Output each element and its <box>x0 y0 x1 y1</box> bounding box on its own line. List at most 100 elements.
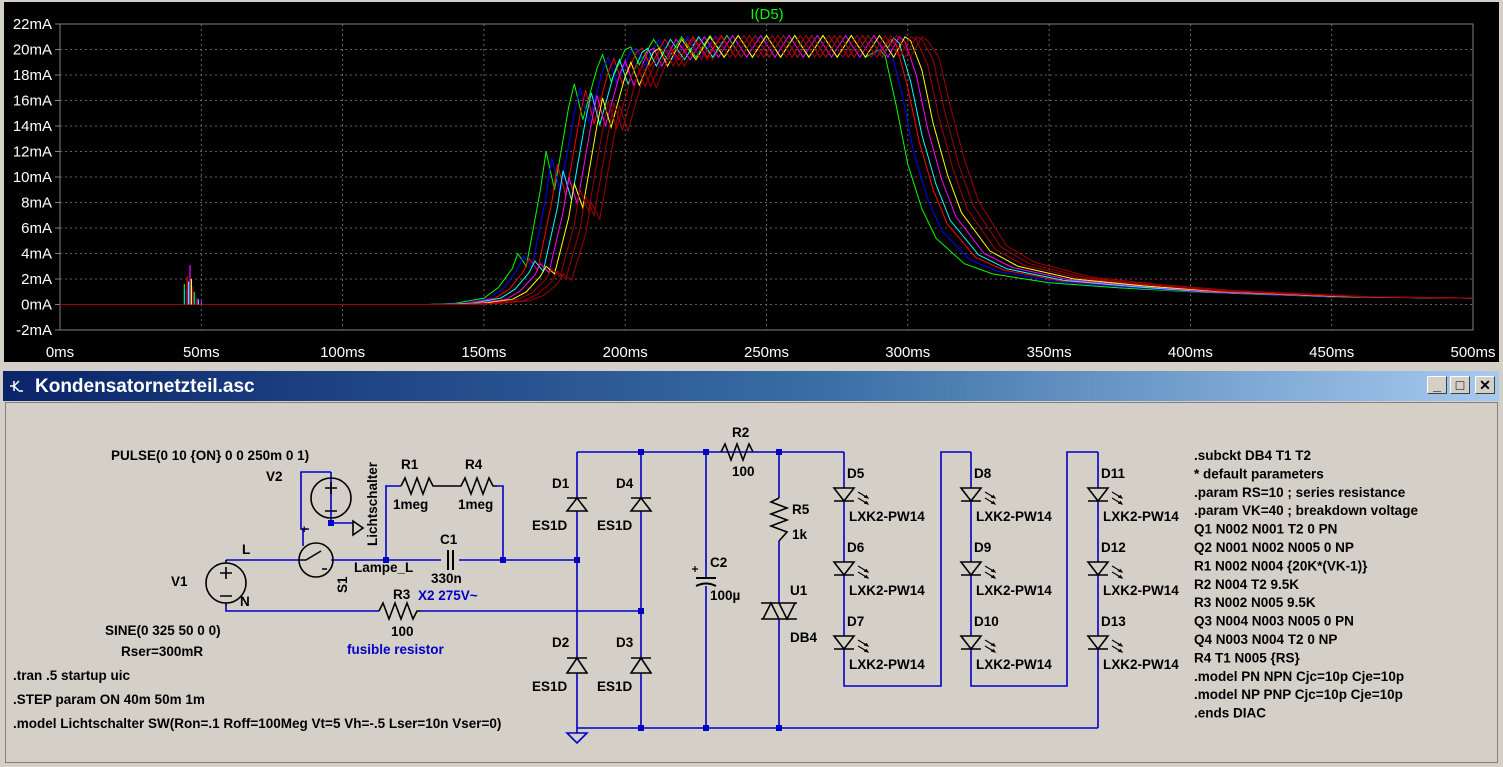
led-d13-label[interactable]: D13 <box>1101 614 1126 629</box>
resistor-r2-icon[interactable] <box>720 441 754 463</box>
subckt-line[interactable]: R4 T1 N005 {RS} <box>1194 650 1301 665</box>
r2-label[interactable]: R2 <box>732 425 749 440</box>
c1-value[interactable]: 330n <box>431 571 462 586</box>
d3-label[interactable]: D3 <box>616 635 634 650</box>
r4-value[interactable]: 1meg <box>458 497 493 512</box>
lichtschalter-label[interactable]: Lichtschalter <box>365 461 380 546</box>
v2-source-icon[interactable] <box>310 477 352 519</box>
schematic-drawing[interactable]: PULSE(0 10 {ON} 0 0 250m 0 1) V2 V1 SINE… <box>6 403 1497 762</box>
subckt-line[interactable]: R1 N002 N004 {20K*(VK-1)} <box>1194 558 1368 573</box>
minimize-button[interactable]: _ <box>1427 376 1447 394</box>
subckt-line[interactable]: .model NP PNP Cjc=10p Cje=10p <box>1194 687 1403 702</box>
subckt-line[interactable]: .param RS=10 ; series resistance <box>1194 485 1406 500</box>
led-d12-value[interactable]: LXK2-PW14 <box>1103 583 1179 598</box>
net-n-label[interactable]: N <box>240 594 250 609</box>
d3-value[interactable]: ES1D <box>597 679 633 694</box>
r2-value[interactable]: 100 <box>732 464 755 479</box>
subckt-netlist[interactable]: .subckt DB4 T1 T2 * default parameters .pa… <box>1194 448 1418 721</box>
led-d11-label[interactable]: D11 <box>1101 466 1126 481</box>
directive-line[interactable]: .model Lichtschalter SW(Ron=.1 Roff=100M… <box>13 716 501 731</box>
maximize-button[interactable]: □ <box>1450 376 1470 394</box>
c2-value[interactable]: 100µ <box>710 588 740 603</box>
trace-series <box>60 34 1474 305</box>
led-d5-label[interactable]: D5 <box>847 466 865 481</box>
y-axis-tick-labels: 22mA20mA18mA16mA14mA12mA10mA8mA6mA4mA2mA… <box>13 16 52 339</box>
c2-label[interactable]: C2 <box>710 555 727 570</box>
led-icons[interactable] <box>832 487 1124 653</box>
led-d7-value[interactable]: LXK2-PW14 <box>849 657 925 672</box>
fusible-resistor-comment[interactable]: fusible resistor <box>347 642 445 657</box>
subckt-line[interactable]: .model PN NPN Cjc=10p Cje=10p <box>1194 669 1404 684</box>
led-d10-value[interactable]: LXK2-PW14 <box>976 657 1052 672</box>
directive-line[interactable]: .STEP param ON 40m 50m 1m <box>13 692 205 707</box>
subckt-line[interactable]: Q1 N002 N001 T2 0 PN <box>1194 522 1337 537</box>
d1-label[interactable]: D1 <box>552 476 570 491</box>
subckt-line[interactable]: Q2 N001 N002 N005 0 NP <box>1194 540 1354 555</box>
led-d9-label[interactable]: D9 <box>974 540 991 555</box>
subckt-line[interactable]: .param VK=40 ; breakdown voltage <box>1194 503 1418 518</box>
led-d12-label[interactable]: D12 <box>1101 540 1126 555</box>
rser-label[interactable]: Rser=300mR <box>121 644 203 659</box>
v1-label[interactable]: V1 <box>171 574 188 589</box>
schematic-window[interactable]: Kondensatornetzteil.asc _ □ ✕ <box>0 368 1503 767</box>
capacitor-c2-icon[interactable] <box>692 566 717 587</box>
window-titlebar[interactable]: Kondensatornetzteil.asc _ □ ✕ <box>3 371 1499 401</box>
led-d8-value[interactable]: LXK2-PW14 <box>976 509 1052 524</box>
subckt-line[interactable]: R3 N002 N005 9.5K <box>1194 595 1316 610</box>
c1-label[interactable]: C1 <box>440 532 458 547</box>
r3-label[interactable]: R3 <box>393 587 411 602</box>
s1-label[interactable]: S1 <box>335 576 350 593</box>
sine-label[interactable]: SINE(0 325 50 0 0) <box>105 623 221 638</box>
v1-source-icon[interactable] <box>205 560 247 606</box>
d1-value[interactable]: ES1D <box>532 518 568 533</box>
resistor-r1-r4-icons[interactable] <box>400 475 497 497</box>
subckt-line[interactable]: * default parameters <box>1194 466 1324 481</box>
r1-label[interactable]: R1 <box>401 457 419 472</box>
x-tick-label: 500ms <box>1450 344 1495 361</box>
lampe-l-label[interactable]: Lampe_L <box>354 560 413 575</box>
y-tick-label: 6mA <box>21 220 52 237</box>
s1-switch-icon[interactable] <box>298 519 365 578</box>
resistor-r5-icon[interactable] <box>768 497 790 542</box>
pulse-label[interactable]: PULSE(0 10 {ON} 0 0 250m 0 1) <box>111 448 309 463</box>
schematic-canvas[interactable]: PULSE(0 10 {ON} 0 0 250m 0 1) V2 V1 SINE… <box>5 402 1498 763</box>
r5-label[interactable]: R5 <box>792 502 810 517</box>
u1-value[interactable]: DB4 <box>790 630 817 645</box>
r1-value[interactable]: 1meg <box>393 497 428 512</box>
v2-label[interactable]: V2 <box>266 469 283 484</box>
r3-value[interactable]: 100 <box>391 624 414 639</box>
trace-title[interactable]: I(D5) <box>750 6 783 23</box>
waveform-plot[interactable]: I(D5) 22mA20mA18mA16mA14mA12mA10mA8mA6mA… <box>0 0 1503 366</box>
led-d10-label[interactable]: D10 <box>974 614 999 629</box>
subckt-line[interactable]: R2 N004 T2 9.5K <box>1194 577 1299 592</box>
d2-label[interactable]: D2 <box>552 635 569 650</box>
led-d8-label[interactable]: D8 <box>974 466 992 481</box>
close-button[interactable]: ✕ <box>1475 376 1495 394</box>
resistor-r3-icon[interactable] <box>378 600 421 622</box>
led-d11-value[interactable]: LXK2-PW14 <box>1103 509 1179 524</box>
subckt-line[interactable]: Q4 N003 N004 T2 0 NP <box>1194 632 1337 647</box>
led-d7-label[interactable]: D7 <box>847 614 864 629</box>
capacitor-c1-icon[interactable] <box>447 550 454 570</box>
subckt-line[interactable]: Q3 N004 N003 N005 0 PN <box>1194 614 1354 629</box>
led-d13-value[interactable]: LXK2-PW14 <box>1103 657 1179 672</box>
led-d5-value[interactable]: LXK2-PW14 <box>849 509 925 524</box>
directive-line[interactable]: .tran .5 startup uic <box>13 668 131 683</box>
led-d9-value[interactable]: LXK2-PW14 <box>976 583 1052 598</box>
subckt-line[interactable]: .ends DIAC <box>1194 706 1266 721</box>
d2-value[interactable]: ES1D <box>532 679 568 694</box>
u1-label[interactable]: U1 <box>790 583 808 598</box>
r5-value[interactable]: 1k <box>792 527 808 542</box>
r4-label[interactable]: R4 <box>465 457 483 472</box>
d4-label[interactable]: D4 <box>616 476 634 491</box>
subckt-line[interactable]: .subckt DB4 T1 T2 <box>1194 448 1311 463</box>
net-l-label[interactable]: L <box>242 542 250 557</box>
led-d6-label[interactable]: D6 <box>847 540 865 555</box>
bridge-diode-icons[interactable] <box>565 496 653 674</box>
diac-u1-icon[interactable] <box>761 601 797 621</box>
d4-value[interactable]: ES1D <box>597 518 633 533</box>
led-d6-value[interactable]: LXK2-PW14 <box>849 583 925 598</box>
spice-directives[interactable]: .tran .5 startup uic .STEP param ON 40m 5… <box>13 668 501 731</box>
c1-x2-rating[interactable]: X2 275V~ <box>418 588 478 603</box>
